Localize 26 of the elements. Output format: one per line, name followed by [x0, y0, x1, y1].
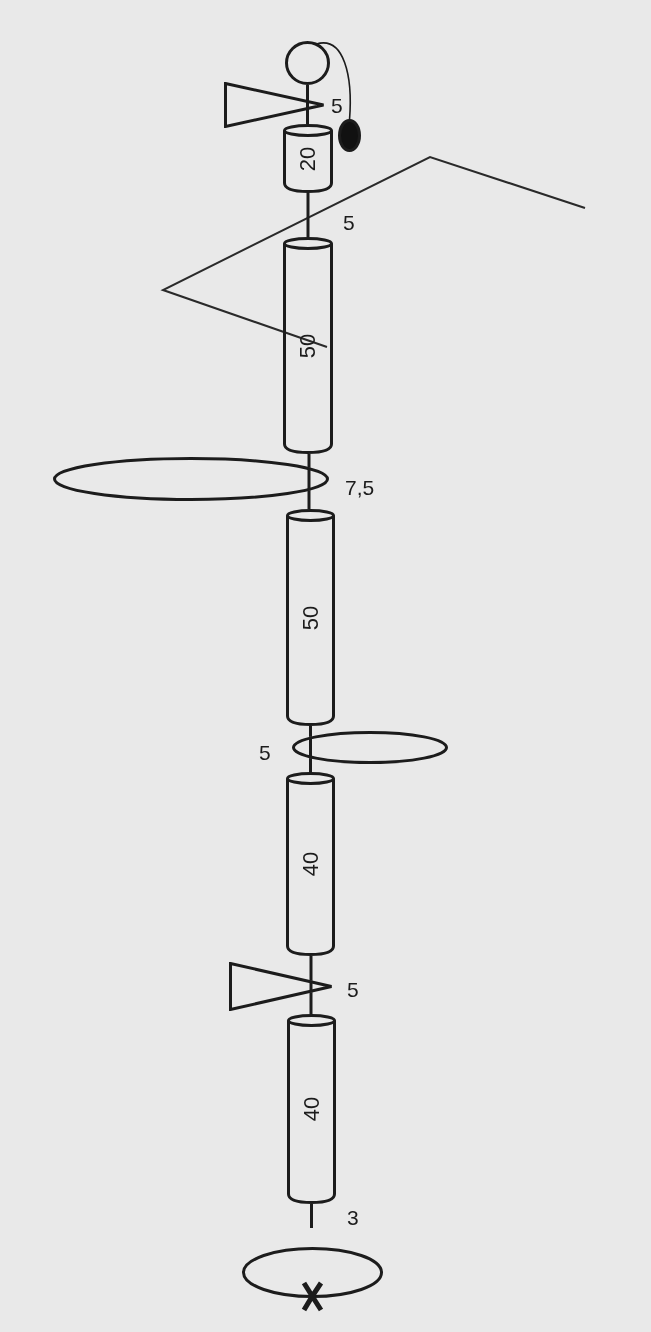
- line-segment: [307, 490, 311, 509]
- oval-loop: [242, 1247, 383, 1298]
- length-number: 40: [299, 851, 322, 877]
- line-segment: [309, 992, 313, 1014]
- cylinder: [283, 237, 333, 454]
- length-number: 20: [297, 146, 319, 171]
- cylinder: [283, 124, 333, 193]
- line-segment: [310, 1204, 313, 1228]
- cylinder: [287, 1014, 336, 1204]
- cylinder: [286, 509, 335, 726]
- ring: [285, 41, 330, 85]
- line-segment: [306, 110, 309, 124]
- length-number: 40: [300, 1096, 323, 1122]
- oval-loop: [292, 731, 448, 764]
- cylinder: [286, 772, 335, 956]
- length-number: 50: [297, 333, 319, 358]
- line-segment: [309, 758, 312, 772]
- triangle: [229, 962, 333, 1011]
- line-segment: [306, 193, 310, 237]
- triangle: [224, 82, 325, 128]
- bead: [338, 119, 361, 152]
- line-segment: [309, 956, 313, 981]
- oval-loop: [53, 457, 329, 501]
- length-number: 50: [299, 605, 322, 630]
- line-segment: [307, 454, 311, 468]
- line-segment: [309, 726, 312, 737]
